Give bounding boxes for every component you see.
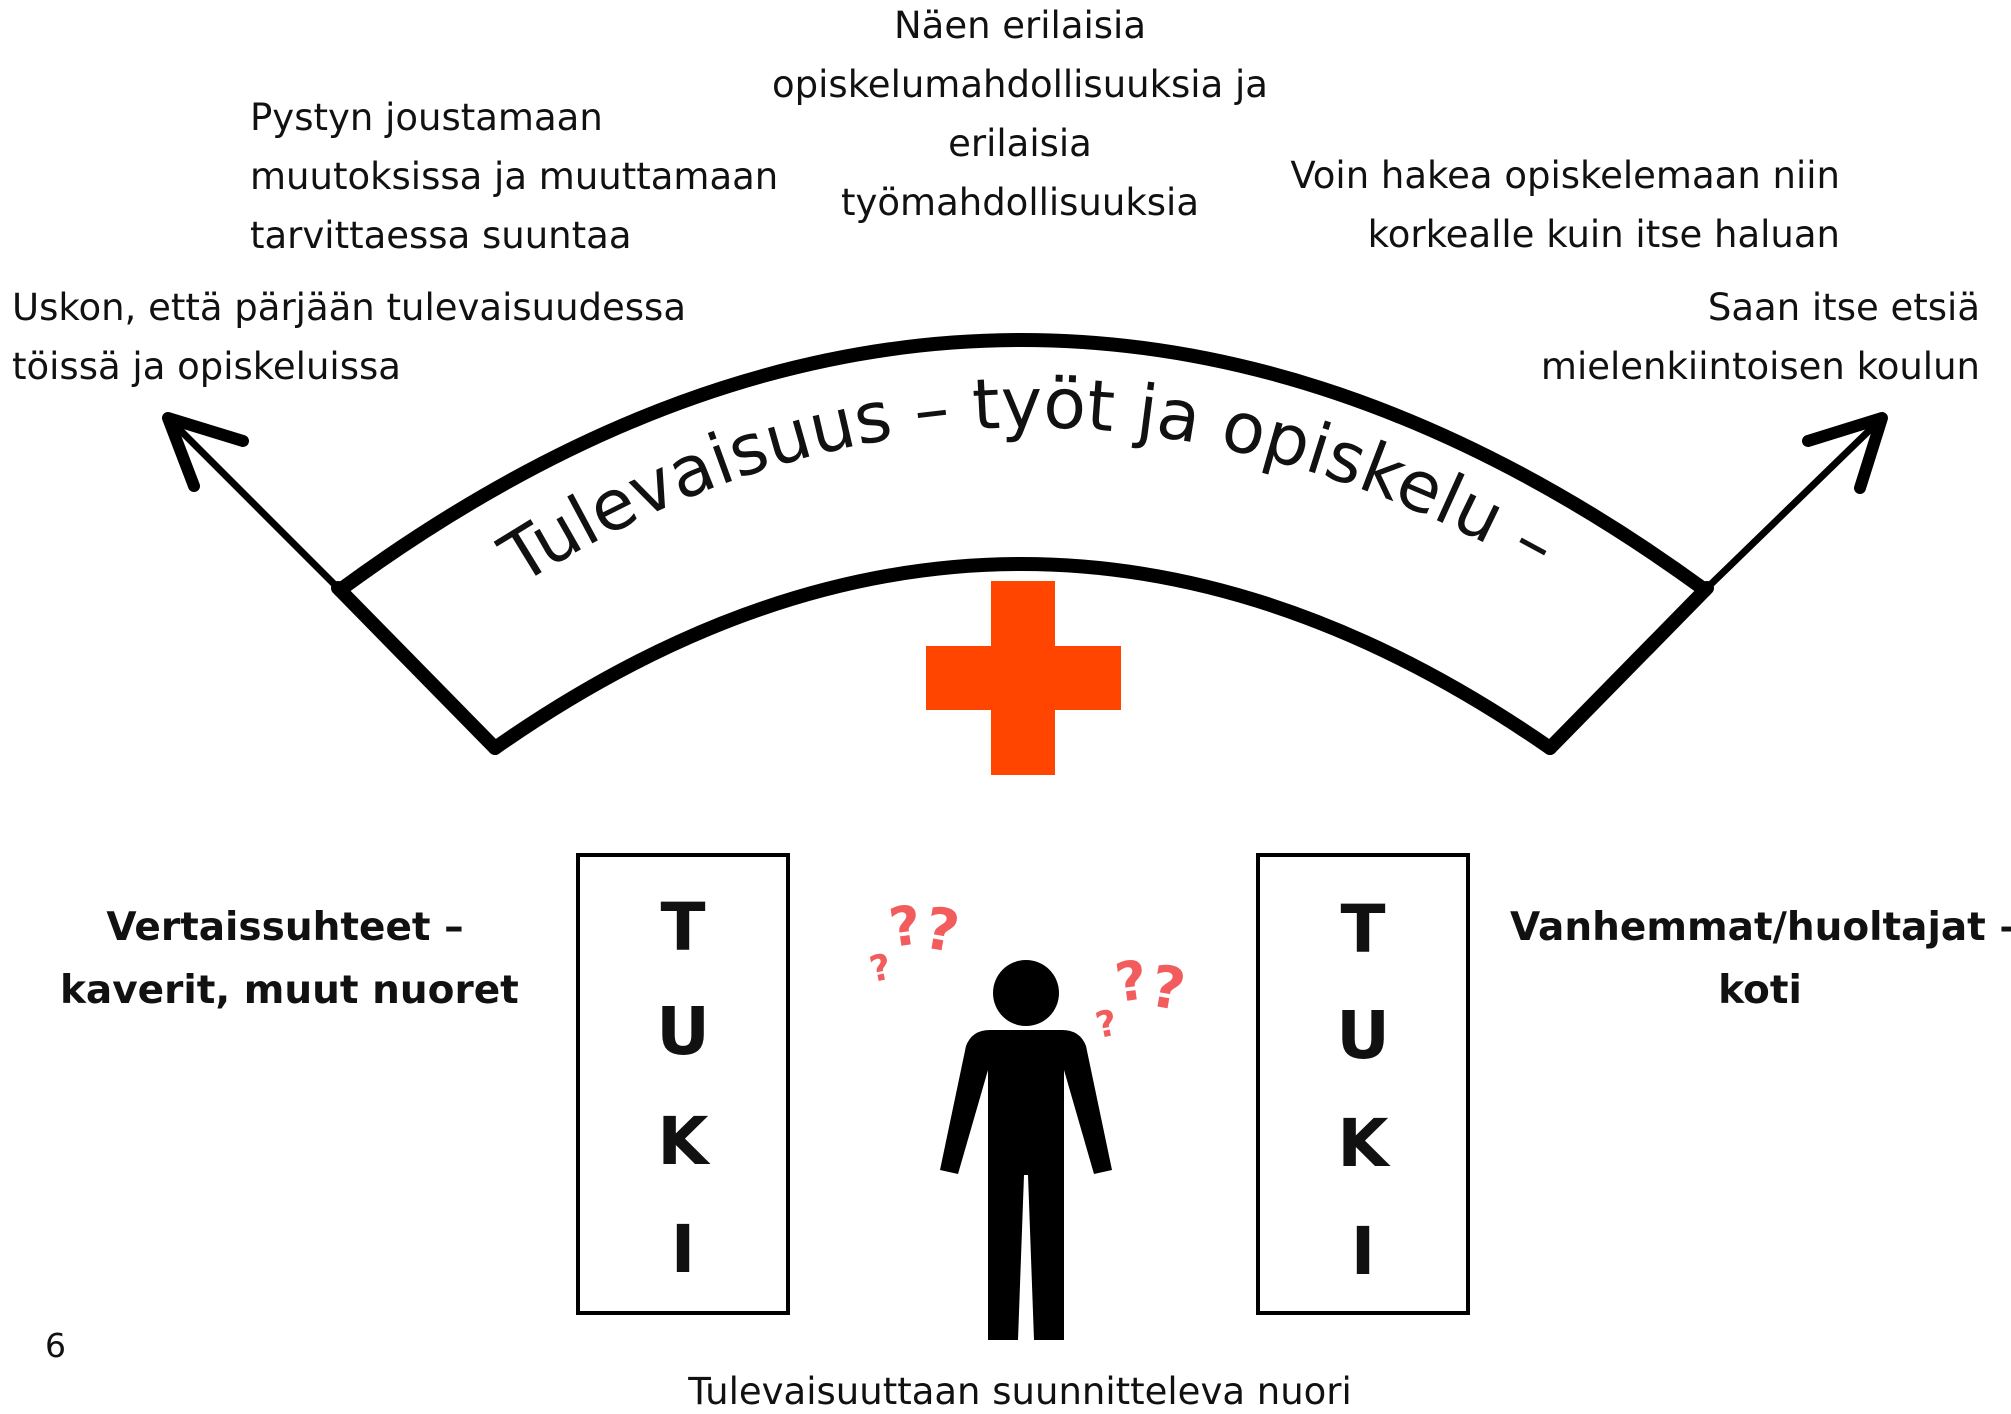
goal-text-left: Uskon, että pärjään tulevaisuudessa töis… <box>12 278 686 396</box>
support-pillar-right: T U K I <box>1256 853 1470 1315</box>
right-arrow-icon <box>1703 412 1888 592</box>
pillar-letter: K <box>1337 1105 1391 1182</box>
support-label-right: Vanhemmat/huoltajat – koti <box>1510 896 2011 1022</box>
support-line: Vanhemmat/huoltajat – <box>1510 905 2011 950</box>
page-number: 6 <box>45 1326 66 1365</box>
pillar-letter: T <box>1340 891 1385 968</box>
question-marks-icon: ? ? ? <box>1092 948 1190 1047</box>
banner-outer-arc <box>333 333 1712 597</box>
support-line: Vertaissuhteet – <box>106 905 464 950</box>
banner-left-end <box>331 581 502 755</box>
goal-text-top-center: Näen erilaisia opiskelumahdollisuuksia j… <box>770 0 1270 232</box>
goal-text-right: Saan itse etsiä mielenkiintoisen koulun <box>1480 278 1980 396</box>
goal-line: Näen erilaisia <box>893 4 1147 47</box>
pillar-letter: U <box>1336 997 1390 1074</box>
goal-line: erilaisia <box>948 122 1092 165</box>
svg-text:?: ? <box>866 947 895 991</box>
svg-text:?: ? <box>1092 1003 1121 1047</box>
goal-line: tarvittaessa suuntaa <box>250 214 632 257</box>
banner-inner-arc <box>488 557 1557 755</box>
pillar-letter: I <box>671 1211 696 1288</box>
goal-text-upper-right: Voin hakea opiskelemaan niin korkealle k… <box>1280 146 1840 264</box>
goal-line: Saan itse etsiä <box>1707 286 1980 329</box>
banner-right-end <box>1543 581 1714 755</box>
goal-line: opiskelumahdollisuuksia ja <box>772 63 1268 106</box>
goal-line: töissä ja opiskeluissa <box>12 345 401 388</box>
pillar-letter: K <box>657 1103 711 1180</box>
goal-line: korkealle kuin itse haluan <box>1367 213 1840 256</box>
left-arrow-icon <box>162 412 342 592</box>
support-pillar-left: T U K I <box>576 853 790 1315</box>
goal-line: muutoksissa ja muuttamaan <box>250 155 779 198</box>
goal-text-upper-left: Pystyn joustamaan muutoksissa ja muuttam… <box>250 88 778 265</box>
person-icon <box>940 960 1112 1340</box>
red-cross-icon <box>926 581 1121 775</box>
goal-line: Uskon, että pärjään tulevaisuudessa <box>12 286 687 329</box>
svg-text:?: ? <box>919 894 964 967</box>
person-caption: Tulevaisuuttaan suunnitteleva nuori <box>688 1370 1352 1413</box>
support-label-left: Vertaissuhteet – kaverit, muut nuoret <box>60 896 519 1022</box>
support-line: koti <box>1718 968 1802 1013</box>
pillar-letter: I <box>1351 1213 1376 1290</box>
goal-line: Voin hakea opiskelemaan niin <box>1290 154 1840 197</box>
support-line: kaverit, muut nuoret <box>60 968 519 1013</box>
question-marks-icon: ? ? ? <box>866 893 964 991</box>
pillar-letter: T <box>660 889 705 966</box>
svg-text:?: ? <box>885 893 925 960</box>
svg-text:?: ? <box>1111 948 1151 1015</box>
goal-line: Pystyn joustamaan <box>250 96 603 139</box>
goal-line: työmahdollisuuksia <box>840 181 1199 224</box>
svg-text:?: ? <box>1145 952 1190 1025</box>
pillar-letter: U <box>656 993 710 1070</box>
goal-line: mielenkiintoisen koulun <box>1540 345 1980 388</box>
